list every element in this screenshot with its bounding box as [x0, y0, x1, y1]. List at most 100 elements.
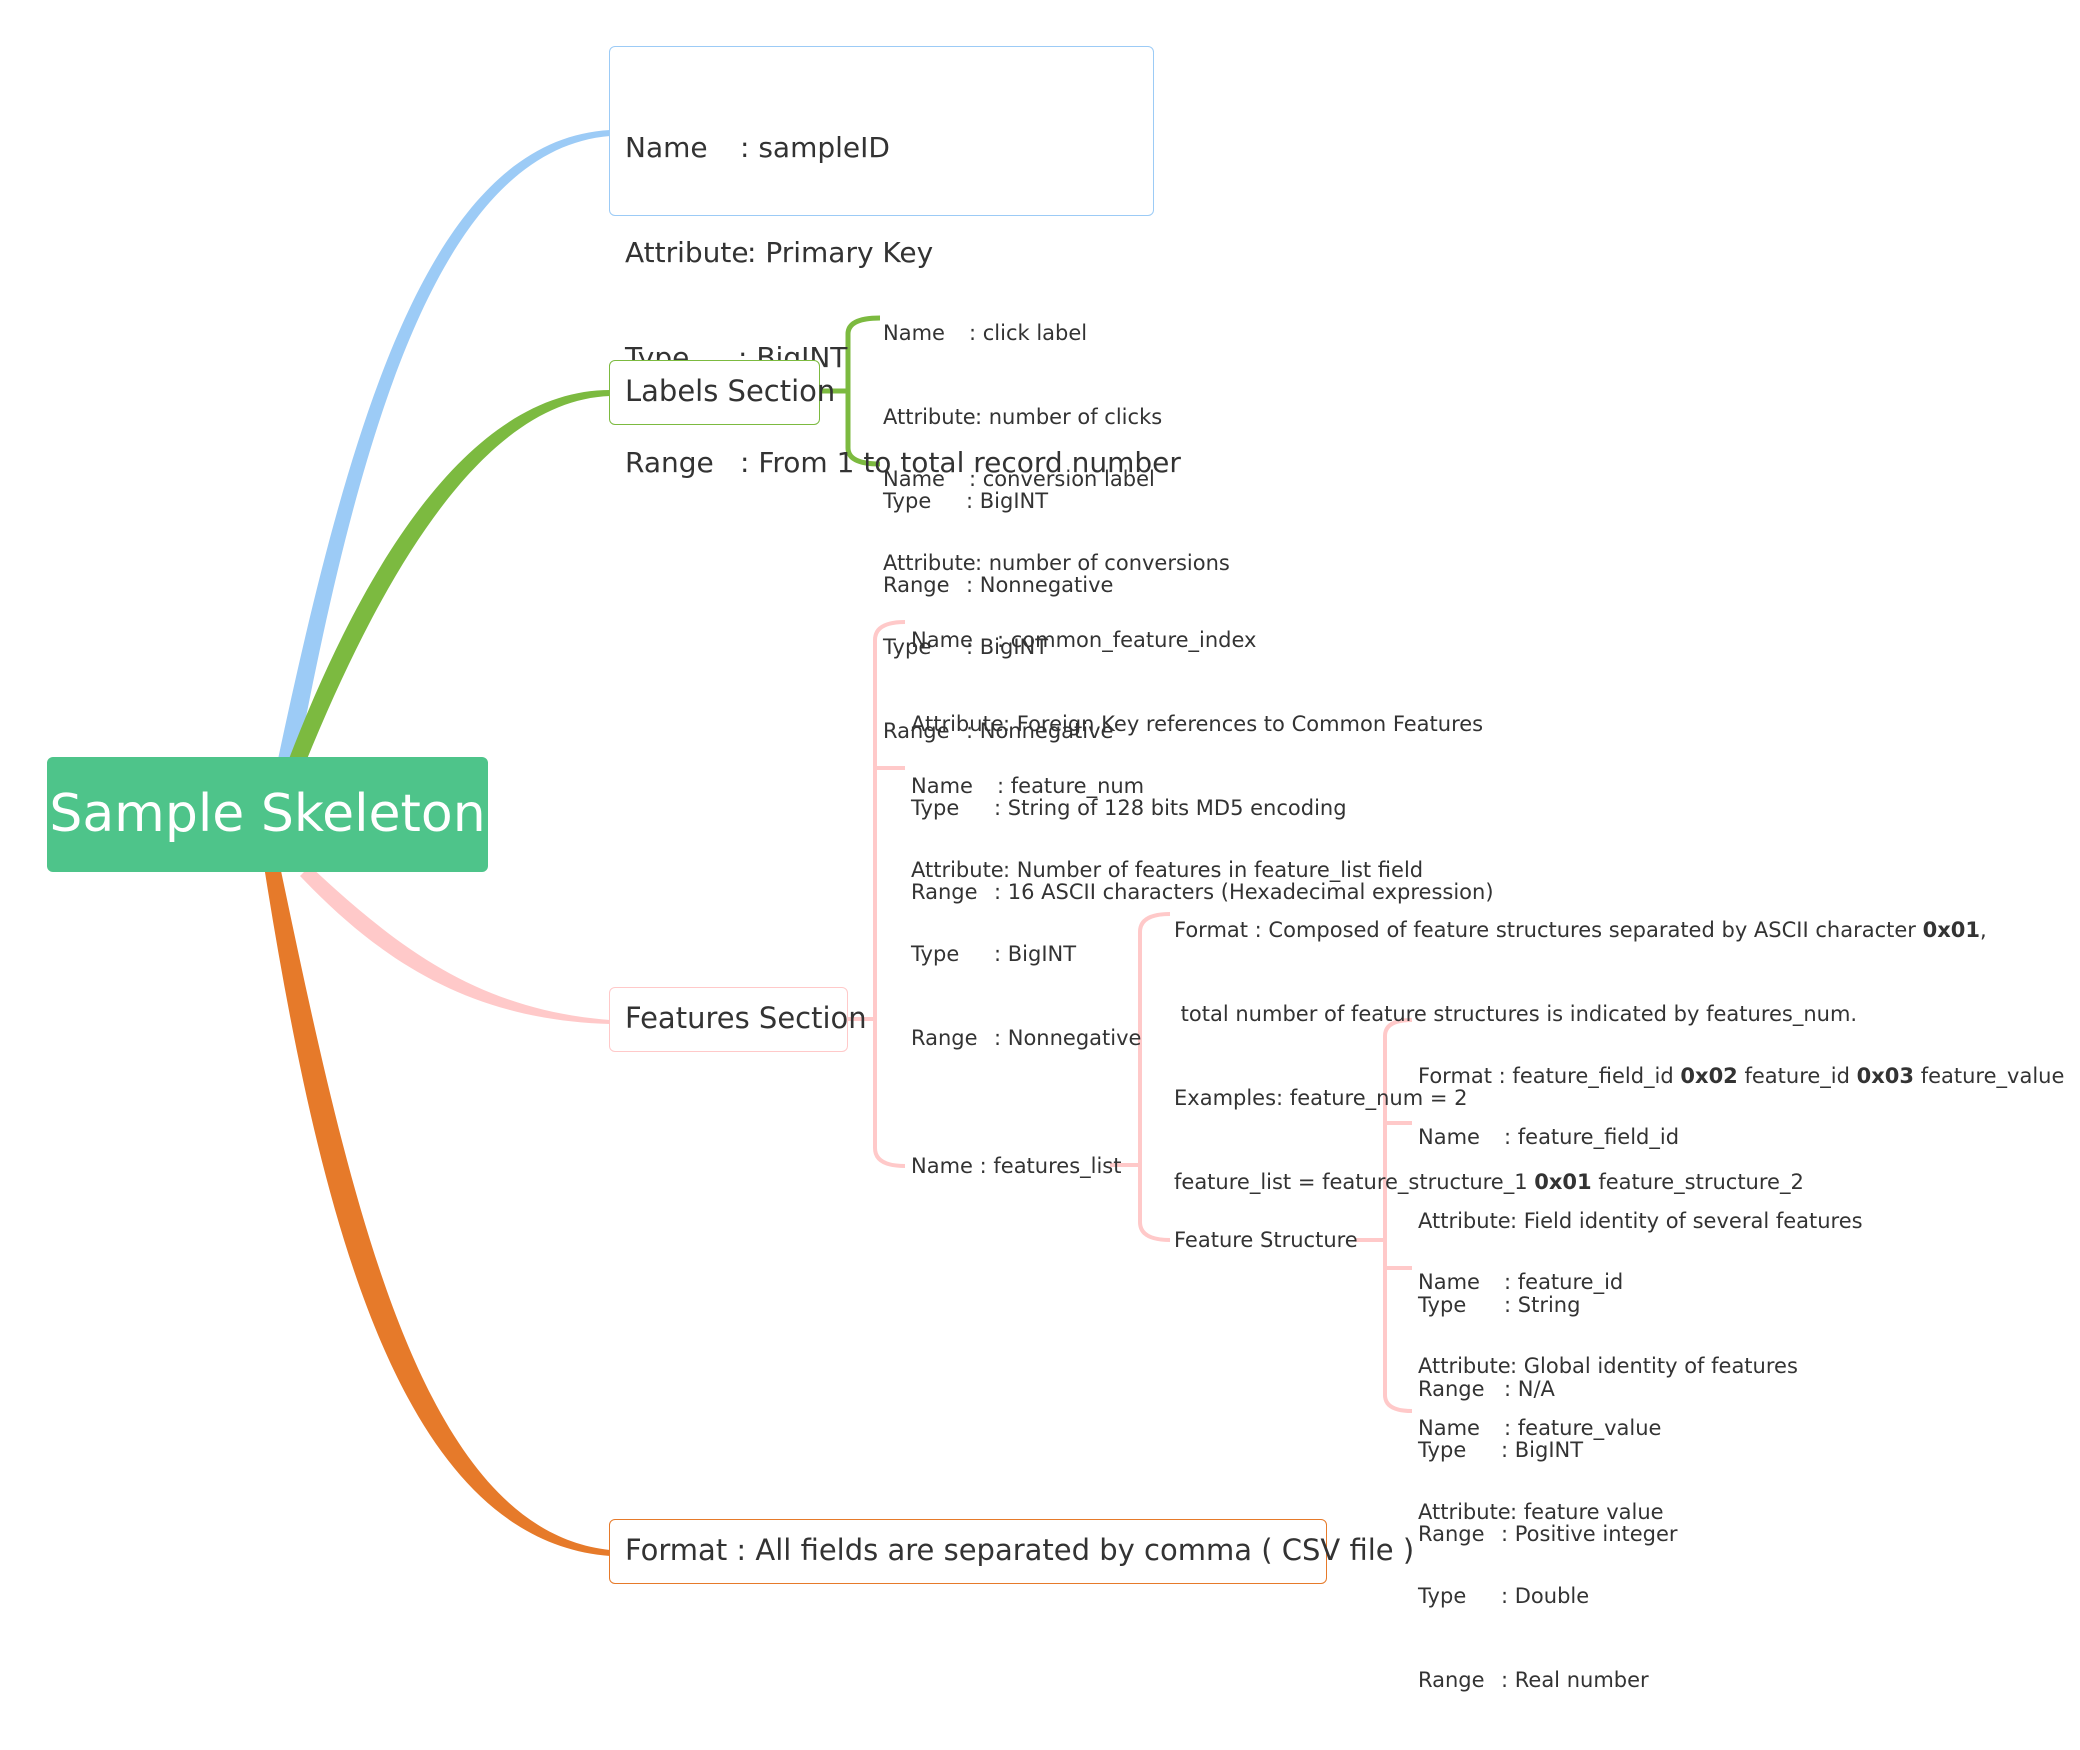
- root-node[interactable]: Sample Skeleton: [47, 757, 488, 872]
- format-code: 0x03: [1856, 1064, 1915, 1088]
- field-value: : number of clicks: [975, 405, 1163, 429]
- field-key: Name: [1418, 1125, 1480, 1149]
- field-value: : Double: [1501, 1584, 1590, 1608]
- field-value: : click label: [969, 321, 1088, 345]
- format-example: feature_structure_2: [1591, 1170, 1804, 1194]
- format-node[interactable]: [609, 1519, 1327, 1584]
- field-key: Attribute: [1418, 1500, 1511, 1524]
- format-code: 0x02: [1680, 1064, 1738, 1088]
- labels-bracket: [818, 315, 881, 467]
- field-value: : conversion label: [969, 467, 1155, 491]
- labels-section-title: Labels Section: [625, 374, 836, 408]
- sampleid-node[interactable]: [609, 46, 1154, 216]
- common-feature-index-fields: Name: common_feature_index Attribute: Fo…: [911, 570, 1494, 962]
- feature-num-fields: Name : feature_num Attribute: Number of f…: [911, 716, 1423, 1108]
- feature-structure-label[interactable]: Feature Structure: [1174, 1228, 1358, 1252]
- field-key: Type: [911, 942, 960, 966]
- field-key: Range: [1418, 1377, 1485, 1401]
- format-example: Examples: feature_num = 2: [1174, 1086, 1468, 1110]
- field-key: Attribute: [911, 858, 1004, 882]
- field-value: : String: [1504, 1293, 1581, 1317]
- features-bracket: [847, 620, 906, 1168]
- field-value: : Nonnegative: [966, 719, 1114, 743]
- branch-labels: [287, 390, 610, 764]
- branch-format: [264, 866, 610, 1556]
- field-key: Attribute: [625, 236, 749, 269]
- field-value: : Real number: [1501, 1668, 1649, 1692]
- field-value: : number of conversions: [975, 551, 1230, 575]
- feature-structure-format: Format : feature_field_id 0x02 feature_i…: [1418, 1006, 2064, 1146]
- field-key: Name: [883, 321, 945, 345]
- format-text: Format : Composed of feature structures …: [1174, 918, 1923, 942]
- feature-value-fields: Name : feature_value Attribute: feature v…: [1418, 1358, 1664, 1750]
- field-key: Range: [911, 1026, 978, 1050]
- field-key: Attribute: [883, 551, 976, 575]
- field-value: : BigINT: [966, 489, 1049, 513]
- field-key: Name: [1418, 1416, 1480, 1440]
- field-key: Type: [1418, 1293, 1467, 1317]
- field-value: : Nonnegative: [966, 573, 1114, 597]
- branch-sampleid: [277, 130, 610, 764]
- format-code: 0x01: [1922, 918, 1980, 942]
- field-value: : Foreign Key references to Common Featu…: [1003, 712, 1484, 736]
- format-text: total number of feature structures is in…: [1174, 1002, 1858, 1026]
- field-value: : N/A: [1504, 1377, 1555, 1401]
- field-value: : 16 ASCII characters (Hexadecimal expre…: [994, 880, 1494, 904]
- field-value: : Global identity of features: [1510, 1354, 1798, 1378]
- field-key: Name: [911, 628, 973, 652]
- field-key: Type: [883, 489, 932, 513]
- field-key: Range: [1418, 1522, 1485, 1546]
- field-key: Type: [911, 796, 960, 820]
- labels-section-node[interactable]: [609, 360, 820, 425]
- feature-structure-bracket: [1355, 1018, 1413, 1413]
- field-key: Type: [1418, 1584, 1467, 1608]
- format-text: feature_value: [1914, 1064, 2065, 1088]
- field-key: Attribute: [883, 405, 976, 429]
- features-section-title: Features Section: [625, 1001, 867, 1035]
- field-value: : feature_value: [1504, 1416, 1662, 1440]
- features-list-label[interactable]: Name : features_list: [911, 1154, 1122, 1178]
- field-value: : common_feature_index: [997, 628, 1257, 652]
- field-value: : Nonnegative: [994, 1026, 1142, 1050]
- root-title: Sample Skeleton: [49, 784, 486, 844]
- field-key: Name: [625, 131, 708, 164]
- field-value: : Number of features in feature_list fie…: [1003, 858, 1424, 882]
- format-text: ,: [1979, 918, 1987, 942]
- field-value: : feature_num: [997, 774, 1145, 798]
- field-value: : feature value: [1510, 1500, 1664, 1524]
- field-key: Attribute: [1418, 1354, 1511, 1378]
- format-node-label: Format : All fields are separated by com…: [625, 1533, 1415, 1567]
- field-key: Attribute: [911, 712, 1004, 736]
- field-value: : BigINT: [966, 635, 1049, 659]
- field-value: : Field identity of several features: [1510, 1209, 1863, 1233]
- format-example: feature_list = feature_structure_1: [1174, 1170, 1535, 1194]
- field-value: : sampleID: [740, 131, 890, 164]
- features-list-format: Format : Composed of feature structures …: [1174, 860, 1987, 1252]
- feature-field-id-fields: Name : feature_field_id Attribute : Field …: [1418, 1067, 1863, 1459]
- field-key: Range: [1418, 1668, 1485, 1692]
- field-key: Range: [625, 446, 714, 479]
- mind-map: Sample Skeleton Name : sampleID Attribute…: [47, 46, 2064, 1692]
- features-section-node[interactable]: [609, 987, 848, 1052]
- field-value: : Positive integer: [1501, 1522, 1678, 1546]
- field-value: : feature_field_id: [1504, 1125, 1680, 1149]
- format-text: Format : feature_field_id: [1418, 1064, 1681, 1088]
- field-value: : Primary Key: [747, 236, 934, 269]
- field-key: Type: [883, 635, 932, 659]
- field-key: Range: [883, 719, 950, 743]
- field-key: Range: [883, 573, 950, 597]
- sampleid-fields: Name: sampleID Attribute: Primary Key Ty…: [625, 60, 1181, 550]
- connector-layer: [264, 130, 1413, 1556]
- field-value: : BigINT: [1501, 1438, 1584, 1462]
- field-key: Range: [911, 880, 978, 904]
- field-key: Type: [1418, 1438, 1467, 1462]
- conversion-label-fields: Name: conversion label Attribute: number…: [883, 409, 1230, 801]
- field-value: : feature_id: [1504, 1270, 1624, 1294]
- field-key: Name: [883, 467, 945, 491]
- format-code: 0x01: [1534, 1170, 1592, 1194]
- field-value: : BigINT: [994, 942, 1077, 966]
- feature-id-fields: Name: feature_id Attribute: Global ident…: [1418, 1212, 1798, 1604]
- field-key: Name: [911, 774, 973, 798]
- branch-features: [300, 866, 610, 1024]
- field-value: : String of 128 bits MD5 encoding: [994, 796, 1347, 820]
